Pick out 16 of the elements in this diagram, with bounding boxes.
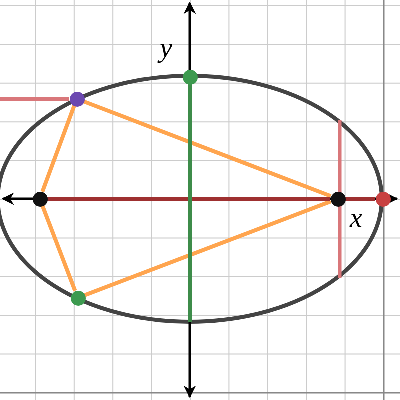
point — [182, 70, 198, 84]
line-segment — [48, 197, 330, 201]
line-segment — [346, 197, 376, 201]
axis-label: x — [350, 205, 362, 233]
point — [70, 290, 86, 306]
line-segment — [84, 200, 332, 298]
point — [70, 92, 84, 106]
point — [376, 192, 390, 206]
point — [32, 192, 48, 206]
line-segment — [83, 100, 332, 198]
line-segment — [40, 205, 78, 292]
line-segment — [0, 97, 70, 101]
line-segment — [40, 105, 76, 193]
line-segment — [188, 84, 192, 322]
point — [330, 192, 346, 206]
axis-label: y — [160, 35, 172, 63]
